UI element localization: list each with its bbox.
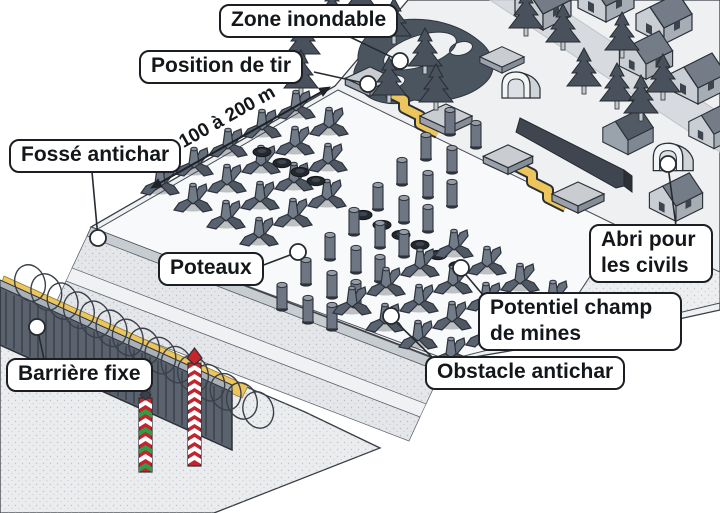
razor-wire-coil-icon xyxy=(62,291,95,330)
post-icon xyxy=(397,228,411,260)
label-fosse-antichar: Fossé antichar xyxy=(9,139,182,173)
post-icon xyxy=(349,244,363,276)
marker-fosse-antichar xyxy=(89,229,107,247)
mine-icon xyxy=(252,146,272,158)
label-obstacle-antichar: Obstacle antichar xyxy=(425,356,626,390)
post-icon xyxy=(371,181,385,213)
razor-wire-coil-icon xyxy=(209,372,242,411)
post-icon xyxy=(445,178,459,210)
mine-icon xyxy=(290,166,310,178)
marker-dots xyxy=(28,52,677,336)
razor-wire-coil-icon xyxy=(242,391,275,429)
marker-abri xyxy=(659,155,677,173)
razor-wire-coil-icon xyxy=(225,382,258,420)
marker-zone-inondable xyxy=(391,52,409,70)
firing-position-1 xyxy=(344,66,473,139)
label-position-de-tir: Position de tir xyxy=(139,50,304,84)
label-abri-civils: Abri pour les civils xyxy=(589,224,713,284)
post-icon xyxy=(373,219,387,251)
marker-obstacle xyxy=(382,307,400,325)
post-icon xyxy=(325,269,339,301)
marker-champ-mines xyxy=(452,259,470,277)
post-icon xyxy=(419,131,433,163)
post-icon xyxy=(347,206,361,238)
post-icon xyxy=(443,106,457,138)
firing-position-2 xyxy=(482,144,605,214)
razor-wire-coil-icon xyxy=(95,309,128,348)
border-pole-red-white xyxy=(186,347,203,467)
razor-wire-coil-icon xyxy=(111,318,144,357)
post-icon xyxy=(275,281,289,313)
marker-position-de-tir xyxy=(359,75,377,93)
post-icon xyxy=(397,194,411,226)
post-icon xyxy=(323,231,337,263)
post-icon xyxy=(299,256,313,288)
post-icon xyxy=(395,156,409,188)
mine-icon xyxy=(272,157,292,169)
marker-poteaux xyxy=(289,243,307,261)
mine-icon xyxy=(306,175,326,187)
leader-position-de-tir xyxy=(313,71,369,85)
label-champ-mines: Potentiel champ de mines xyxy=(478,292,682,352)
label-barriere-fixe: Barrière fixe xyxy=(6,358,153,392)
leader-fosse-antichar xyxy=(91,171,99,239)
leader-abri xyxy=(667,165,677,227)
post-icon xyxy=(421,169,435,201)
leader-zone-inondable xyxy=(349,36,401,62)
flood-zone xyxy=(353,18,494,105)
leader-obstacle xyxy=(390,316,434,359)
border-pole-green-red xyxy=(138,388,153,473)
communication-trench xyxy=(515,117,633,193)
post-icon xyxy=(445,144,459,176)
post-icon xyxy=(325,301,339,333)
razor-wire-coil-icon xyxy=(30,273,63,311)
label-poteaux: Poteaux xyxy=(158,252,264,286)
label-zone-inondable: Zone inondable xyxy=(219,4,399,38)
razor-wire-coil-icon xyxy=(79,300,112,339)
razor-wire-coil-icon xyxy=(13,264,47,302)
post-icon xyxy=(421,203,435,235)
post-icon xyxy=(469,119,483,151)
marker-barriere-fixe xyxy=(28,318,46,336)
razor-wire-coil-icon xyxy=(46,282,79,321)
post-icon xyxy=(301,294,315,326)
